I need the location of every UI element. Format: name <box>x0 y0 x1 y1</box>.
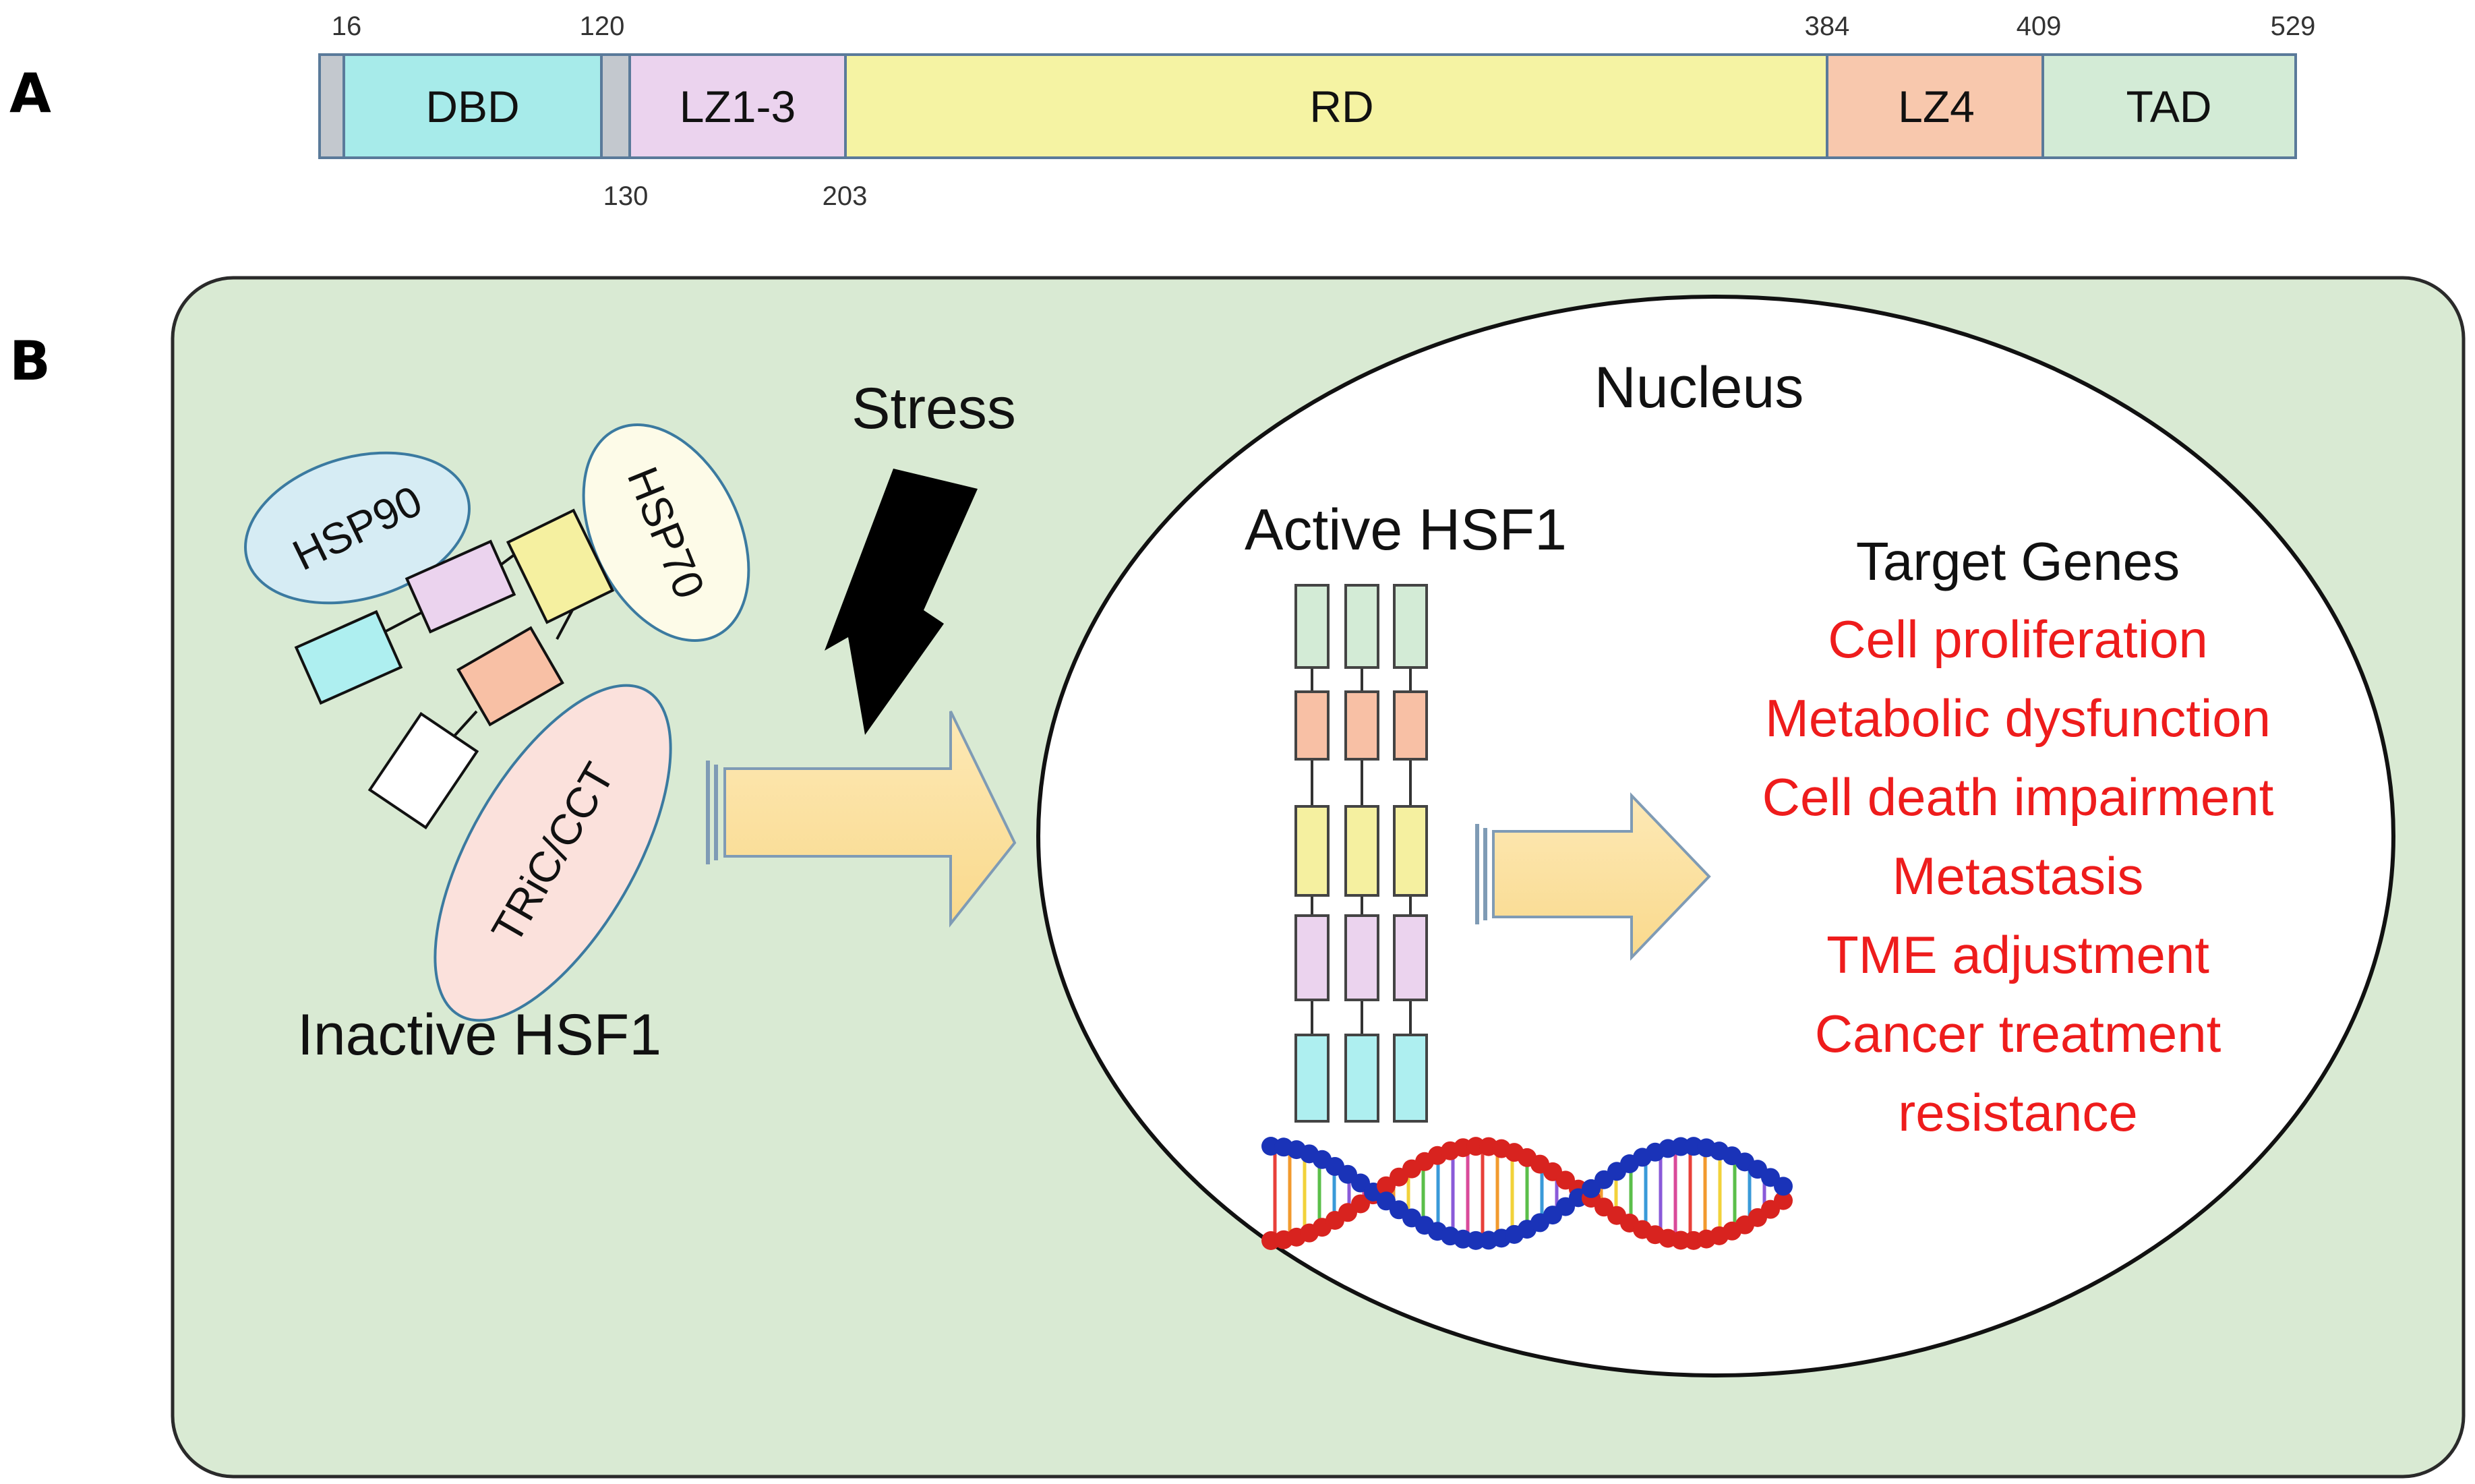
trimer-rd-block <box>1344 805 1379 897</box>
trimer-lz1-3-block <box>1344 914 1379 1001</box>
dna-strand-red-bead <box>1774 1191 1793 1210</box>
domain-label-rd: RD <box>1309 82 1373 131</box>
panel-b-letter: B <box>9 330 51 392</box>
transcription-arrow <box>1475 792 1711 961</box>
trimer-lz4-block <box>1344 690 1379 761</box>
target-gene-item: Cancer treatment <box>1815 1004 2221 1063</box>
domain-label-lz4: LZ4 <box>1898 82 1975 131</box>
target-gene-item: TME adjustment <box>1826 925 2209 984</box>
dna-double-helix-icon <box>1261 1137 1793 1250</box>
stress-label: Stress <box>852 376 1016 441</box>
domain-dbd <box>342 53 603 159</box>
activation-arrow-body <box>723 711 1017 928</box>
tric-cct-chaperone <box>434 684 672 1022</box>
inactive-hsf1-complex: HSP90 HSP70 TRiC/CCT <box>244 423 750 1022</box>
trimer-dbd-block <box>1393 1034 1428 1123</box>
domain-label-tad: TAD <box>2126 82 2211 131</box>
target-gene-item: resistance <box>1898 1083 2138 1142</box>
position-16: 16 <box>332 11 362 41</box>
domain-lz1-3 <box>628 53 847 159</box>
trimer-lz4-block <box>1393 690 1428 761</box>
trimer-lz4-block <box>1294 690 1330 761</box>
hsp90-chaperone <box>244 451 471 605</box>
linker-dbd-lz <box>600 53 631 159</box>
target-gene-item: Cell proliferation <box>1828 610 2208 669</box>
position-409: 409 <box>2017 11 2062 41</box>
panel-a: A DBD LZ1-3 RD LZ4 TAD 16 120 384 409 52… <box>9 11 2315 211</box>
trimer-dbd-block <box>1344 1034 1379 1123</box>
panel-b: B Nucleus Stress HSP90 HSP70 TRiC/CCT <box>9 276 2466 1479</box>
domain-bar: DBD LZ1-3 RD LZ4 TAD <box>318 53 2297 159</box>
panel-a-letter: A <box>9 62 51 125</box>
trimer-lz1-3-block <box>1294 914 1330 1001</box>
linker-n-terminal <box>318 53 345 159</box>
active-hsf1-label: Active HSF1 <box>1245 498 1567 562</box>
position-203: 203 <box>823 181 868 211</box>
target-gene-item: Metabolic dysfunction <box>1765 688 2271 748</box>
dna-strand-blue-bead <box>1774 1177 1793 1196</box>
nucleus <box>1036 295 2395 1377</box>
target-genes: Target Genes Cell proliferation Metaboli… <box>1762 531 2274 1142</box>
inactive-lz4-block <box>456 626 564 727</box>
lightning-bolt-icon <box>825 469 978 735</box>
inactive-tad-block <box>367 711 479 830</box>
trimer-tad-block <box>1294 584 1330 669</box>
position-384: 384 <box>1805 11 1850 41</box>
domain-label-lz1-3: LZ1-3 <box>680 82 796 131</box>
domain-rd <box>844 53 1828 159</box>
active-hsf1-trimer <box>1294 584 1428 1123</box>
trimer-dbd-block <box>1294 1034 1330 1123</box>
inactive-lz1-3-block <box>405 539 516 634</box>
target-genes-title: Target Genes <box>1856 531 2180 591</box>
target-gene-item: Metastasis <box>1892 846 2144 906</box>
inactive-rd-block <box>506 508 615 624</box>
activation-arrow <box>706 711 1017 928</box>
trimer-rd-block <box>1393 805 1428 897</box>
trimer-tad-block <box>1393 584 1428 669</box>
position-120: 120 <box>580 11 625 41</box>
position-numbers: 16 120 384 409 529 130 203 <box>332 11 2316 211</box>
trimer-lz1-3-block <box>1393 914 1428 1001</box>
transcription-arrow-body <box>1492 792 1711 961</box>
trimer-rd-block <box>1294 805 1330 897</box>
inactive-dbd-block <box>294 610 403 705</box>
nucleus-label: Nucleus <box>1594 355 1804 420</box>
linker-line <box>380 609 427 635</box>
domain-label-dbd: DBD <box>425 82 519 131</box>
position-130: 130 <box>603 181 649 211</box>
trimer-tad-block <box>1344 584 1379 669</box>
position-529: 529 <box>2271 11 2316 41</box>
target-gene-item: Cell death impairment <box>1762 767 2274 827</box>
domain-tad <box>2041 53 2297 159</box>
inactive-hsf1-label: Inactive HSF1 <box>297 1003 661 1067</box>
